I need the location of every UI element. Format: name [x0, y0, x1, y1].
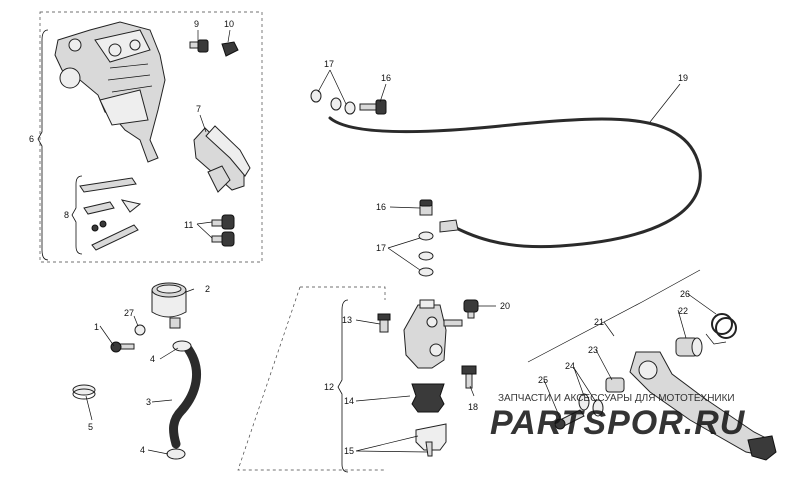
- master-cylinder-group-frame: [237, 286, 386, 471]
- mounting-screw: [110, 341, 135, 353]
- hose-clamps: [166, 340, 192, 460]
- callout-17a: 17: [324, 59, 334, 69]
- pushrod-clevis: [415, 423, 447, 457]
- callout-3: 3: [146, 397, 151, 407]
- callout-12: 12: [324, 382, 334, 392]
- fluid-reservoir: [151, 282, 187, 329]
- rear-brake-caliper: [54, 21, 166, 163]
- callout-24: 24: [565, 361, 575, 371]
- callout-18: 18: [468, 402, 478, 412]
- callout-17b: 17: [376, 243, 386, 253]
- brake-pedal: [629, 351, 777, 461]
- callout-4b: 4: [140, 445, 145, 455]
- master-cylinder-bolt-20: [463, 299, 479, 319]
- pedal-pivot-bolt: [554, 409, 585, 430]
- brake-pads: [193, 125, 251, 193]
- pedal-spacer: [605, 377, 625, 393]
- callout-21: 21: [594, 317, 604, 327]
- callout-16b: 16: [376, 202, 386, 212]
- pedal-washers: [578, 393, 604, 417]
- pedal-spring: [705, 313, 737, 345]
- callout-11: 11: [184, 220, 193, 230]
- bleeder-screw: [189, 39, 209, 53]
- callout-labels: 1 2 3 4 4 5 6 7 8 9 10 11 12 13 14 15 16…: [29, 19, 690, 456]
- rear-master-cylinder: [403, 299, 463, 369]
- reservoir-hose: [169, 341, 201, 449]
- callout-25: 25: [538, 375, 548, 385]
- callout-10: 10: [224, 19, 234, 29]
- reservoir-fitting: [134, 324, 146, 336]
- site-watermark: ЗАПЧАСТИ И АКСЕССУАРЫ ДЛЯ МОТОТЕХНИКИ PA…: [490, 393, 746, 442]
- callout-20: 20: [500, 301, 510, 311]
- brace-8: [71, 175, 83, 255]
- watermark-logo: PARTSPOR.RU: [490, 404, 746, 442]
- callout-14: 14: [344, 396, 354, 406]
- callout-9: 9: [194, 19, 199, 29]
- master-cylinder-boot: [411, 383, 445, 413]
- leader-lines: [85, 29, 717, 455]
- brace-6: [37, 29, 49, 261]
- callout-26: 26: [680, 289, 690, 299]
- callout-13: 13: [342, 315, 352, 325]
- top-banjo-fitting: [310, 89, 387, 115]
- lower-banjo-fitting: [418, 199, 434, 277]
- callout-7: 7: [196, 104, 201, 114]
- callout-6: 6: [29, 134, 34, 144]
- pedal-bushing: [675, 337, 703, 357]
- brake-hose: [328, 116, 702, 249]
- caliper-bolts: [211, 214, 235, 247]
- callout-15: 15: [344, 446, 354, 456]
- brace-12: [337, 299, 349, 473]
- callout-19: 19: [678, 73, 688, 83]
- callout-1: 1: [94, 322, 99, 332]
- callout-2: 2: [205, 284, 210, 294]
- pedal-axis-line: [527, 269, 701, 363]
- callout-8: 8: [64, 210, 69, 220]
- callout-4a: 4: [150, 354, 155, 364]
- callout-22: 22: [678, 306, 688, 316]
- callout-16a: 16: [381, 73, 391, 83]
- fluid-inlet-fitting: [377, 313, 391, 333]
- callout-27: 27: [124, 308, 134, 318]
- callout-5: 5: [88, 422, 93, 432]
- pad-retaining-pins: [79, 177, 142, 251]
- callout-23: 23: [588, 345, 598, 355]
- reservoir-bracket: [72, 384, 96, 400]
- master-cylinder-bolt-18: [461, 365, 477, 389]
- watermark-caption: ЗАПЧАСТИ И АКСЕССУАРЫ ДЛЯ МОТОТЕХНИКИ: [498, 393, 735, 404]
- bleeder-cap: [221, 41, 239, 57]
